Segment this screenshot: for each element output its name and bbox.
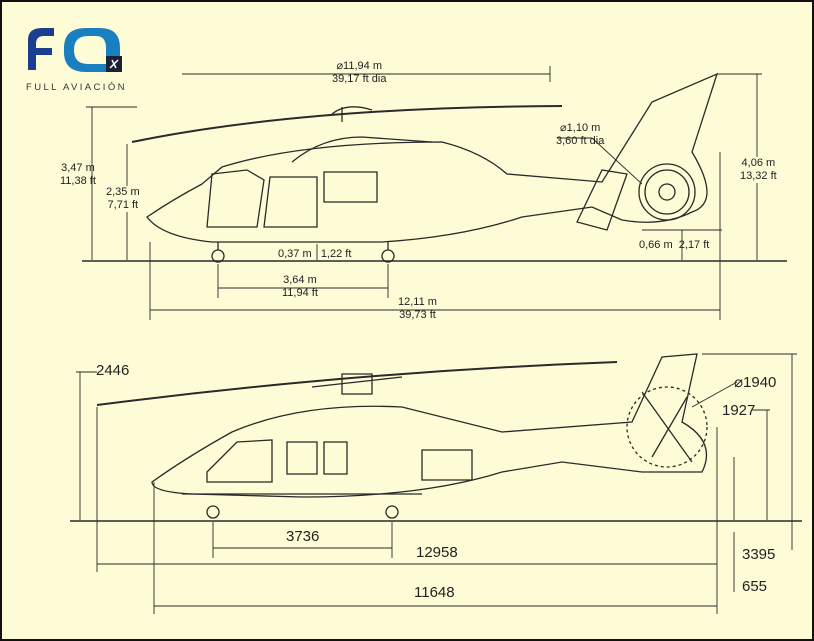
logo-name: FULL AVIACIÓN <box>26 82 127 93</box>
top-helicopter-outline <box>82 72 787 263</box>
wheelbase-mm-label: 3736 <box>286 528 320 545</box>
bottom-dimension-lines <box>76 353 797 614</box>
tail-rotor-hub-height-label: 1927 <box>722 402 756 419</box>
tail-clearance-label: 0,66 m 2,17 ft <box>639 239 710 251</box>
rotor-height-label: 2446 <box>96 362 130 379</box>
tail-height-mm-label: 3395 <box>742 546 776 563</box>
logo-mark <box>28 28 122 72</box>
ground-clearance-label: 0,37 m 1,22 ft <box>278 248 352 260</box>
fuselage-length-mm-label: 11648 <box>414 584 455 601</box>
tail-rotor-diameter-mm-label: ⌀1940 <box>734 374 777 391</box>
overall-length-label: 12958 <box>416 544 458 561</box>
top-dimension-lines <box>86 66 762 320</box>
bottom-helicopter-outline <box>70 353 802 522</box>
tail-clearance-mm-label: 655 <box>742 578 768 595</box>
